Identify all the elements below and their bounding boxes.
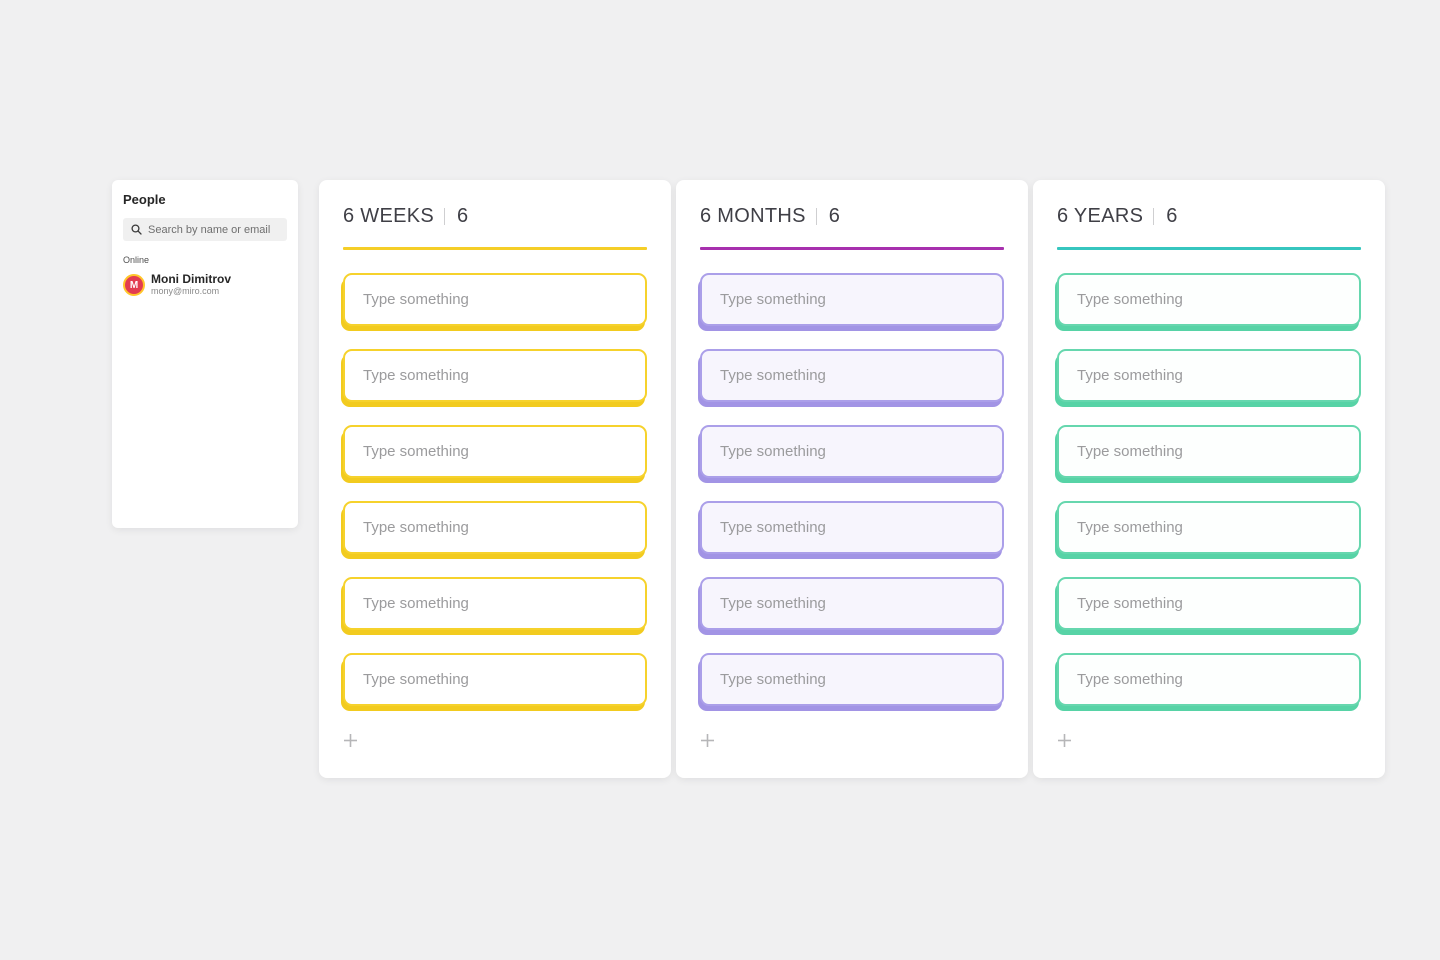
column-card-count: 6 bbox=[457, 205, 469, 227]
card-input[interactable]: Type something bbox=[700, 501, 1004, 554]
card-placeholder-text: Type something bbox=[363, 443, 469, 460]
card-placeholder-text: Type something bbox=[363, 519, 469, 536]
user-name: Moni Dimitrov bbox=[151, 272, 231, 286]
add-card-button[interactable] bbox=[700, 733, 715, 748]
card-placeholder-text: Type something bbox=[1077, 595, 1183, 612]
column-header: 6 MONTHS 6 bbox=[700, 206, 1004, 226]
column-title-separator bbox=[1153, 207, 1155, 225]
card-placeholder-text: Type something bbox=[1077, 367, 1183, 384]
card-input[interactable]: Type something bbox=[343, 653, 647, 706]
column-accent-underline bbox=[343, 247, 647, 250]
card-placeholder-text: Type something bbox=[1077, 291, 1183, 308]
card-placeholder-text: Type something bbox=[720, 291, 826, 308]
card-input[interactable]: Type something bbox=[343, 577, 647, 630]
plus-icon bbox=[701, 734, 714, 747]
card-input[interactable]: Type something bbox=[1057, 577, 1361, 630]
card-input[interactable]: Type something bbox=[700, 653, 1004, 706]
card-input[interactable]: Type something bbox=[700, 349, 1004, 402]
column-title: 6 YEARS bbox=[1057, 205, 1144, 227]
column-title-separator bbox=[815, 207, 817, 225]
card-input[interactable]: Type something bbox=[343, 349, 647, 402]
card-placeholder-text: Type something bbox=[720, 595, 826, 612]
plus-icon bbox=[1058, 734, 1071, 747]
card-placeholder-text: Type something bbox=[1077, 443, 1183, 460]
card-placeholder-text: Type something bbox=[363, 291, 469, 308]
card-placeholder-text: Type something bbox=[720, 519, 826, 536]
user-list-item[interactable]: M Moni Dimitrov mony@miro.com bbox=[123, 273, 287, 297]
avatar: M bbox=[123, 274, 145, 296]
card-input[interactable]: Type something bbox=[1057, 349, 1361, 402]
card-placeholder-text: Type something bbox=[1077, 671, 1183, 688]
user-meta: Moni Dimitrov mony@miro.com bbox=[151, 273, 231, 297]
card-input[interactable]: Type something bbox=[343, 273, 647, 326]
card-placeholder-text: Type something bbox=[1077, 519, 1183, 536]
card-input[interactable]: Type something bbox=[700, 425, 1004, 478]
card-placeholder-text: Type something bbox=[363, 367, 469, 384]
card-placeholder-text: Type something bbox=[363, 595, 469, 612]
column-card-count: 6 bbox=[1166, 205, 1178, 227]
people-search-box[interactable] bbox=[123, 218, 287, 241]
column-card-count: 6 bbox=[828, 205, 841, 227]
add-card-button[interactable] bbox=[1057, 733, 1072, 748]
column-header: 6 YEARS 6 bbox=[1057, 206, 1361, 226]
online-section-label: Online bbox=[123, 255, 150, 265]
card-input[interactable]: Type something bbox=[343, 501, 647, 554]
people-search-input[interactable] bbox=[148, 223, 279, 236]
add-card-button[interactable] bbox=[343, 733, 358, 748]
column-title: 6 WEEKS bbox=[343, 205, 435, 227]
plus-icon bbox=[344, 734, 357, 747]
card-input[interactable]: Type something bbox=[700, 273, 1004, 326]
people-panel: People Online M Moni Dimitrov mony@miro.… bbox=[112, 180, 298, 528]
card-input[interactable]: Type something bbox=[1057, 273, 1361, 326]
card-placeholder-text: Type something bbox=[720, 443, 826, 460]
column-accent-underline bbox=[1057, 247, 1361, 250]
card-input[interactable]: Type something bbox=[1057, 425, 1361, 478]
card-input[interactable]: Type something bbox=[1057, 501, 1361, 554]
card-placeholder-text: Type something bbox=[363, 671, 469, 688]
card-placeholder-text: Type something bbox=[720, 367, 826, 384]
user-email: mony@miro.com bbox=[151, 286, 220, 296]
people-panel-title: People bbox=[123, 192, 166, 207]
card-input[interactable]: Type something bbox=[343, 425, 647, 478]
card-placeholder-text: Type something bbox=[720, 671, 826, 688]
card-input[interactable]: Type something bbox=[700, 577, 1004, 630]
column-header: 6 WEEKS 6 bbox=[343, 206, 647, 226]
column-title-separator bbox=[444, 207, 446, 225]
card-input[interactable]: Type something bbox=[1057, 653, 1361, 706]
column-title: 6 MONTHS bbox=[700, 205, 806, 227]
column-accent-underline bbox=[700, 247, 1004, 250]
search-icon bbox=[131, 224, 142, 235]
